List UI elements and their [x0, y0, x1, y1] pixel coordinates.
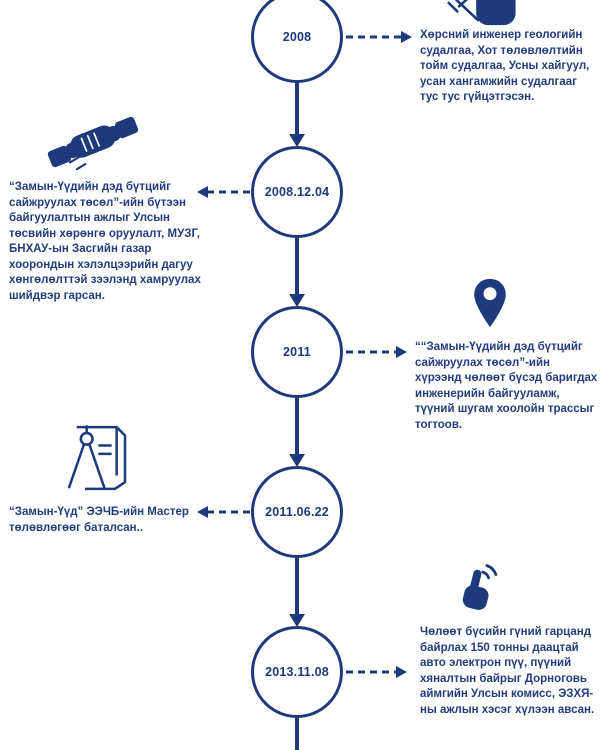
timeline-date: 2011	[283, 345, 311, 359]
down-arrow-icon	[289, 614, 305, 627]
event-description-2011: ““Замын-Үүдийн дэд бүтцийг сайжруулах тө…	[415, 341, 598, 431]
right-arrow-icon	[396, 666, 407, 678]
event-description-2008-12-04: “Замын-Үүдийн дэд бүтцийг сайжруулах төс…	[9, 181, 201, 302]
down-arrow-icon	[289, 134, 305, 147]
left-arrow-icon	[197, 186, 208, 198]
event-description-2013-11-08: Чөлөөт бүсийн гүний гарцанд байрлах 150 …	[420, 626, 595, 716]
timeline-date: 2011.06.22	[265, 505, 329, 519]
handshake-icon	[46, 108, 140, 176]
right-arrow-icon	[396, 346, 407, 358]
location-pin-icon	[471, 277, 509, 329]
timeline-date: 2008.12.04	[264, 185, 330, 199]
left-arrow-icon	[197, 506, 208, 518]
event-description-2008: Хөрсний инженер геологийн судалгаа, Хот …	[420, 29, 590, 103]
timeline-node-2011-06-22: 2011.06.22	[251, 466, 343, 558]
timeline-node-2008-12-04: 2008.12.04	[251, 146, 343, 238]
drafting-compass-icon	[50, 420, 130, 496]
timeline-date: 2013.11.08	[265, 665, 329, 679]
event-description-2011-06-22: “Замын-Үүд” ЭЭЧБ-ийн Мастер төлөвлөгөөг …	[9, 506, 189, 534]
down-arrow-icon	[289, 294, 305, 307]
timeline-date: 2008	[282, 30, 312, 44]
down-arrow-icon	[289, 454, 305, 467]
right-arrow-icon	[401, 31, 412, 43]
geology-survey-icon	[447, 0, 519, 34]
timeline-node-2008: 2008	[251, 0, 343, 83]
timeline-node-2013-11-08: 2013.11.08	[251, 626, 343, 718]
timeline-node-2011: 2011	[251, 306, 343, 398]
click-hand-icon	[452, 562, 504, 618]
